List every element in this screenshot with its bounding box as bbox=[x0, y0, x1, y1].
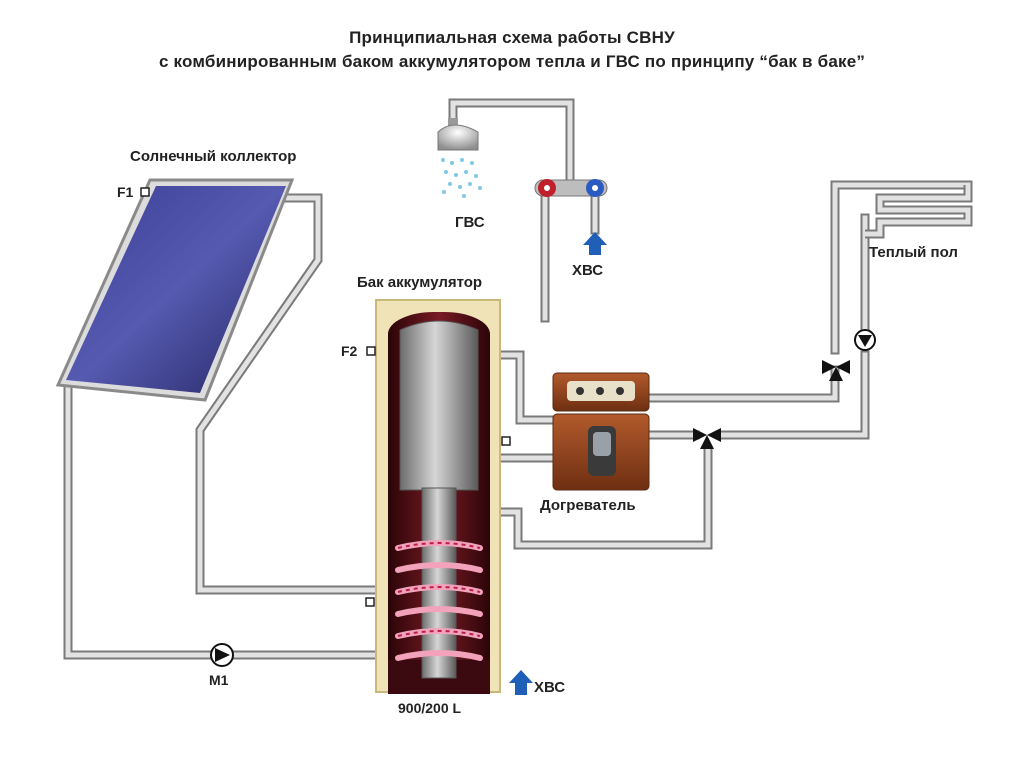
heater bbox=[552, 372, 650, 491]
cold-water-arrow-bottom bbox=[509, 670, 533, 695]
accumulator-tank bbox=[375, 299, 501, 694]
solar-collector bbox=[55, 178, 295, 402]
three-way-valve-lower bbox=[693, 428, 721, 449]
sensor-f1-box bbox=[140, 187, 150, 197]
pump-label: M1 bbox=[209, 672, 229, 688]
cold-water-arrow-top bbox=[583, 232, 607, 255]
title-line-1: Принципиальная схема работы СВНУ bbox=[349, 28, 675, 47]
collector-label: Солнечный коллектор bbox=[130, 148, 297, 165]
floor-pump bbox=[854, 329, 876, 351]
sensor-low-box bbox=[365, 597, 375, 607]
hvs-top-label: ХВС bbox=[572, 262, 604, 279]
pump-m1 bbox=[210, 643, 234, 667]
sensor-f2-box bbox=[366, 346, 376, 356]
hvs-bottom-label: ХВС bbox=[534, 679, 566, 696]
title-line-2: с комбинированным баком аккумулятором те… bbox=[158, 52, 866, 71]
heater-label: Догреватель bbox=[540, 497, 636, 514]
sensor-f1-label: F1 bbox=[117, 184, 134, 200]
three-way-valve-upper bbox=[822, 360, 850, 381]
warm-floor-label: Теплый пол bbox=[869, 244, 958, 261]
warm-floor-coil bbox=[865, 185, 973, 239]
mixer-taps bbox=[534, 179, 608, 197]
tank-volume-label: 900/200 L bbox=[398, 700, 462, 716]
sensor-mid-box bbox=[501, 436, 511, 446]
gvs-label: ГВС bbox=[455, 214, 485, 231]
shower-head bbox=[437, 118, 482, 198]
sensor-f2-label: F2 bbox=[341, 343, 358, 359]
tank-label: Бак аккумулятор bbox=[357, 274, 483, 291]
